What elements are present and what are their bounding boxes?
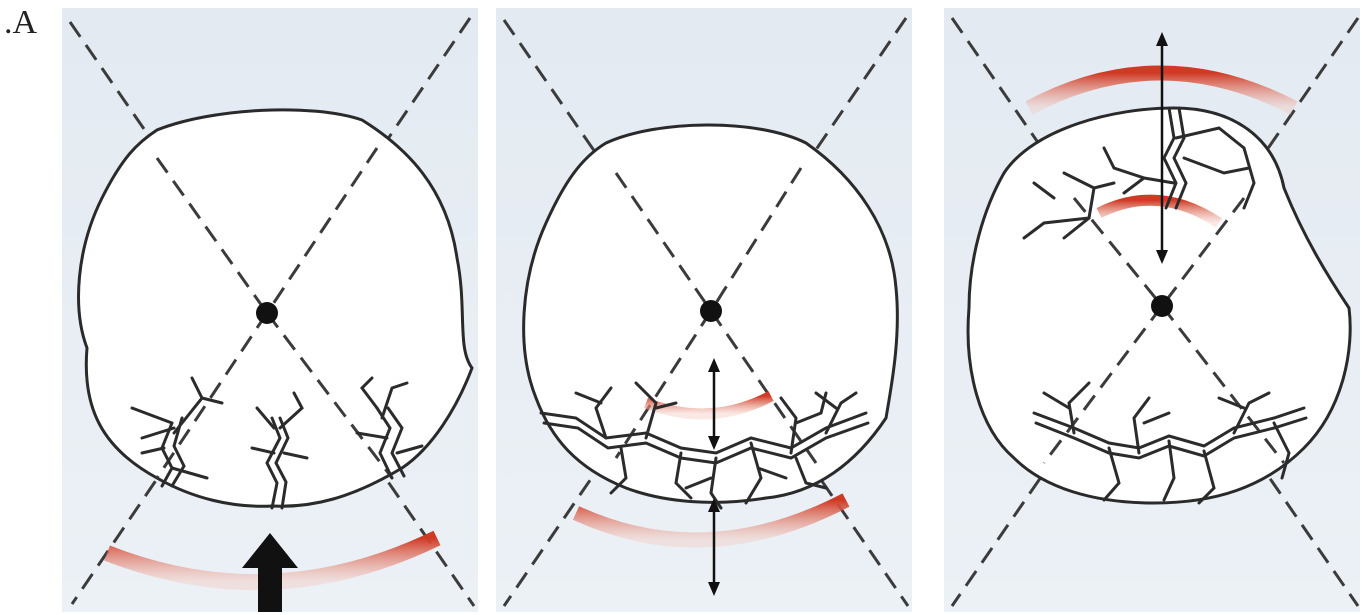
- center-point-dot: [1151, 295, 1173, 317]
- panel-rebound: [496, 8, 912, 612]
- figure-label: .A: [4, 6, 37, 40]
- center-point-dot: [700, 300, 722, 322]
- panel-1-diagram: [62, 8, 478, 612]
- panel-impact: [62, 8, 478, 612]
- panel-2-diagram: [496, 8, 912, 612]
- panel-3-diagram: [944, 8, 1360, 612]
- panel-contrecoup: [944, 8, 1360, 612]
- center-point-dot: [256, 302, 278, 324]
